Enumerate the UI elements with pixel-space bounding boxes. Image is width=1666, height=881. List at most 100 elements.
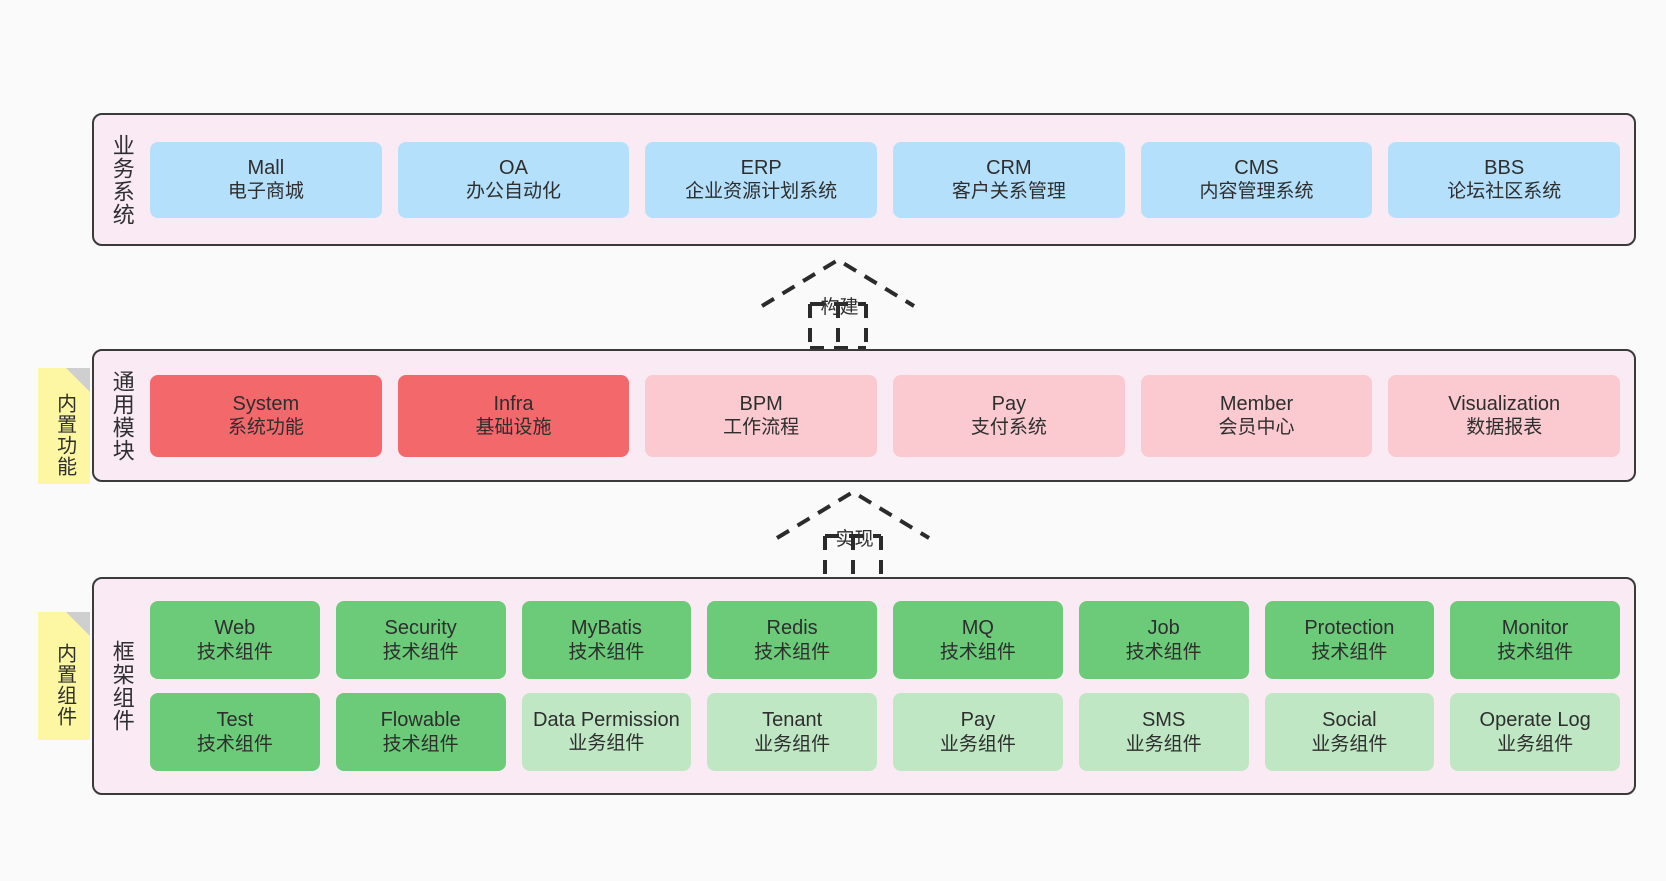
card-erp[interactable]: ERP 企业资源计划系统	[645, 141, 878, 218]
card-title: ERP	[740, 156, 782, 179]
card-monitor[interactable]: Monitor 技术组件	[1450, 601, 1620, 679]
card-title: BPM	[739, 392, 783, 415]
card-social[interactable]: Social 业务组件	[1264, 693, 1435, 771]
card-subtitle: 技术组件	[754, 641, 831, 663]
card-title: Visualization	[1448, 392, 1561, 415]
card-tenant[interactable]: Tenant 业务组件	[707, 693, 877, 771]
card-subtitle: 会员中心	[1218, 417, 1295, 439]
card-sms[interactable]: SMS 业务组件	[1078, 693, 1249, 771]
card-subtitle: 技术组件	[382, 733, 459, 755]
card-subtitle: 工作流程	[723, 417, 800, 439]
card-subtitle: 技术组件	[939, 641, 1016, 663]
card-security[interactable]: Security 技术组件	[335, 601, 506, 679]
card-title: Web	[214, 617, 256, 640]
card-subtitle: 业务组件	[1497, 733, 1574, 755]
card-subtitle: 内容管理系统	[1199, 181, 1314, 203]
card-title: Tenant	[762, 709, 823, 732]
card-title: Pay	[960, 709, 996, 732]
card-cms[interactable]: CMS 内容管理系统	[1140, 141, 1373, 218]
card-test[interactable]: Test 技术组件	[150, 693, 320, 771]
card-bpm[interactable]: BPM 工作流程	[645, 374, 878, 457]
card-subtitle: 业务组件	[1125, 733, 1202, 755]
connector-realize: 实现	[763, 486, 943, 582]
common-card-row: System 系统功能 Infra 基础设施 BPM 工作流程 Pay 支付系统…	[150, 374, 1621, 457]
card-pay-biz[interactable]: Pay 业务组件	[893, 693, 1063, 771]
panel-common-modules: 通用模块 System 系统功能 Infra 基础设施 BPM 工作流程 Pay…	[92, 349, 1636, 482]
card-subtitle: 企业资源计划系统	[685, 181, 838, 203]
card-subtitle: 技术组件	[382, 641, 459, 663]
card-visualization[interactable]: Visualization 数据报表	[1388, 374, 1621, 457]
card-title: MyBatis	[570, 617, 642, 640]
card-infra[interactable]: Infra 基础设施	[397, 374, 630, 457]
card-system[interactable]: System 系统功能	[150, 374, 382, 457]
connector-build-label: 构建	[820, 297, 859, 318]
card-title: Member	[1219, 392, 1294, 415]
sticky-note-label: 内置组件	[53, 643, 76, 727]
panel-label-common-modules: 通用模块	[109, 369, 135, 462]
connector-build: 构建	[748, 254, 928, 350]
card-subtitle: 基础设施	[475, 417, 552, 439]
card-subtitle: 业务组件	[754, 733, 831, 755]
card-title: SMS	[1141, 709, 1186, 732]
connector-realize-label: 实现	[835, 529, 874, 550]
card-title: Operate Log	[1479, 709, 1591, 732]
card-subtitle: 业务组件	[1311, 733, 1388, 755]
card-subtitle: 技术组件	[196, 733, 273, 755]
card-data-permission[interactable]: Data Permission 业务组件	[521, 693, 692, 771]
card-title: Test	[216, 709, 254, 732]
panel-business-systems: 业务系统 Mall 电子商城 OA 办公自动化 ERP 企业资源计划系统 CRM…	[92, 113, 1636, 246]
sticky-note-built-in-components: 内置组件	[38, 612, 90, 740]
card-title: Pay	[991, 392, 1027, 415]
card-title: Security	[384, 617, 457, 640]
card-job[interactable]: Job 技术组件	[1078, 601, 1249, 679]
card-subtitle: 业务组件	[568, 733, 645, 755]
card-subtitle: 办公自动化	[466, 181, 562, 203]
panel-label-business-systems: 业务系统	[109, 133, 135, 226]
card-mall[interactable]: Mall 电子商城	[150, 141, 382, 218]
card-title: System	[232, 392, 300, 415]
card-title: Monitor	[1501, 617, 1569, 640]
card-subtitle: 技术组件	[1497, 641, 1574, 663]
card-title: CRM	[986, 156, 1032, 179]
card-subtitle: 数据报表	[1466, 417, 1543, 439]
card-subtitle: 技术组件	[1311, 641, 1388, 663]
card-mq[interactable]: MQ 技术组件	[893, 601, 1063, 679]
card-subtitle: 技术组件	[196, 641, 273, 663]
card-subtitle: 技术组件	[1125, 641, 1202, 663]
card-title: Flowable	[380, 709, 461, 732]
card-bbs[interactable]: BBS 论坛社区系统	[1388, 141, 1621, 218]
card-title: OA	[499, 156, 528, 179]
card-subtitle: 支付系统	[970, 417, 1047, 439]
card-mybatis[interactable]: MyBatis 技术组件	[521, 601, 692, 679]
framework-tech-row: Web 技术组件 Security 技术组件 MyBatis 技术组件 Redi…	[150, 601, 1620, 679]
card-title: MQ	[961, 617, 994, 640]
card-subtitle: 客户关系管理	[951, 181, 1066, 203]
sticky-note-built-in-features: 内置功能	[38, 368, 90, 484]
card-subtitle: 电子商城	[227, 181, 304, 203]
card-title: BBS	[1484, 156, 1525, 179]
card-subtitle: 业务组件	[939, 733, 1016, 755]
card-title: CMS	[1234, 156, 1279, 179]
panel-framework-components: 框架组件 Web 技术组件 Security 技术组件 MyBatis 技术组件…	[92, 577, 1636, 795]
panel-label-framework-components: 框架组件	[109, 640, 135, 732]
card-title: Job	[1147, 617, 1180, 640]
panel-body-framework-components: Web 技术组件 Security 技术组件 MyBatis 技术组件 Redi…	[150, 579, 1634, 793]
card-subtitle: 系统功能	[227, 417, 304, 439]
card-oa[interactable]: OA 办公自动化	[397, 141, 630, 218]
card-protection[interactable]: Protection 技术组件	[1264, 601, 1435, 679]
card-operate-log[interactable]: Operate Log 业务组件	[1450, 693, 1620, 771]
card-subtitle: 论坛社区系统	[1447, 181, 1562, 203]
card-title: Data Permission	[533, 708, 680, 731]
card-flowable[interactable]: Flowable 技术组件	[335, 693, 506, 771]
framework-biz-row: Test 技术组件 Flowable 技术组件 Data Permission …	[150, 693, 1620, 771]
card-crm[interactable]: CRM 客户关系管理	[893, 141, 1125, 218]
card-title: Mall	[247, 156, 285, 179]
card-web[interactable]: Web 技术组件	[150, 601, 320, 679]
card-member[interactable]: Member 会员中心	[1140, 374, 1373, 457]
card-redis[interactable]: Redis 技术组件	[707, 601, 877, 679]
card-subtitle: 技术组件	[568, 641, 645, 663]
panel-body-business-systems: Mall 电子商城 OA 办公自动化 ERP 企业资源计划系统 CRM 客户关系…	[150, 115, 1634, 244]
card-title: Redis	[766, 617, 818, 640]
card-pay[interactable]: Pay 支付系统	[893, 374, 1125, 457]
